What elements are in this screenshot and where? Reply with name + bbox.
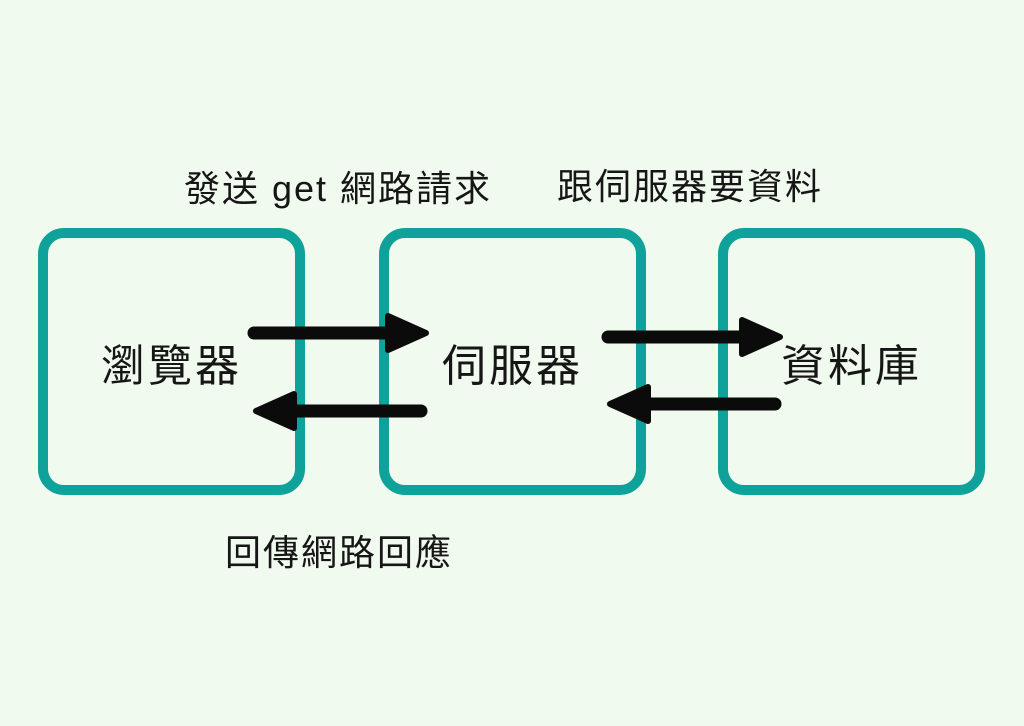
label-send-get-request: 發送 get 網路請求 — [183, 168, 493, 209]
node-server-label: 伺服器 — [442, 341, 583, 391]
arrow-database-to-server-icon — [607, 384, 782, 424]
node-database: 資料庫 — [718, 228, 985, 495]
arrow-server-to-browser-icon — [253, 391, 428, 431]
node-browser: 瀏覽器 — [38, 228, 305, 495]
arrow-server-to-database-icon — [601, 317, 783, 357]
node-browser-label: 瀏覽器 — [101, 341, 242, 391]
label-return-response: 回傳網路回應 — [224, 532, 454, 573]
label-ask-server-for-data: 跟伺服器要資料 — [556, 166, 824, 207]
node-database-label: 資料庫 — [781, 341, 922, 391]
arrow-browser-to-server-icon — [247, 313, 429, 353]
node-server: 伺服器 — [379, 228, 646, 495]
